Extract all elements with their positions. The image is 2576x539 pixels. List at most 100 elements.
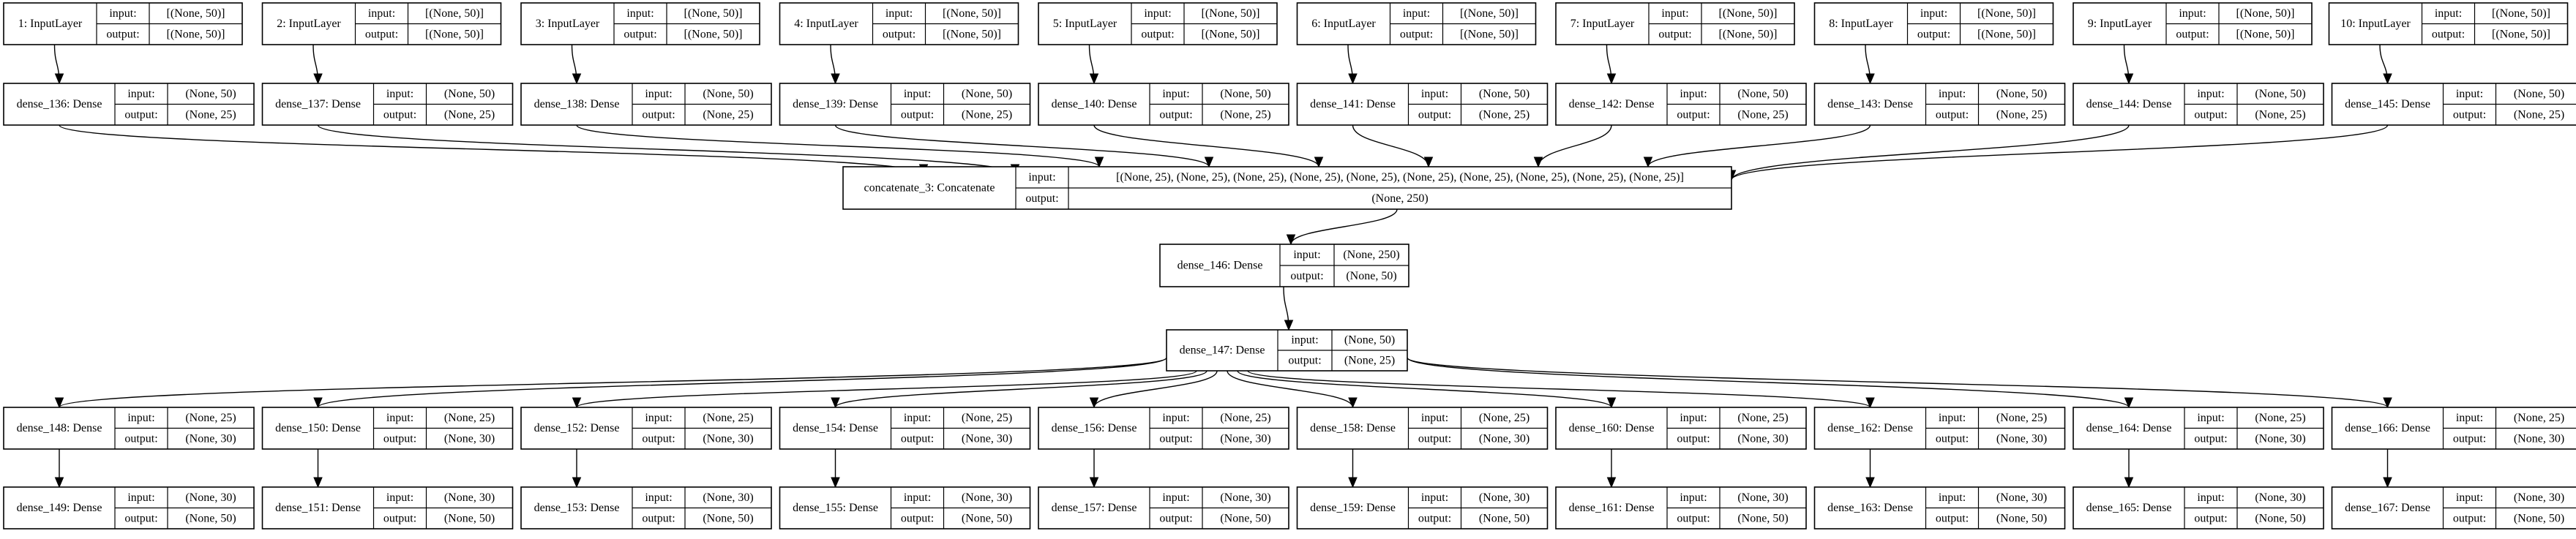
output-label: output: bbox=[1677, 432, 1710, 445]
output-shape: (None, 25) bbox=[1220, 108, 1270, 121]
arrowhead bbox=[1606, 477, 1617, 489]
input-label: input: bbox=[1680, 491, 1707, 504]
output-label: output: bbox=[901, 432, 934, 445]
layer-name: 2: InputLayer bbox=[277, 18, 341, 30]
layer-name: 8: InputLayer bbox=[1829, 18, 1893, 30]
output-shape: [(None, 50)] bbox=[167, 28, 225, 40]
input-shape: (None, 30) bbox=[1737, 491, 1788, 504]
output-label: output: bbox=[1418, 432, 1451, 445]
layer-name: dense_164: Dense bbox=[2086, 422, 2172, 434]
output-label: output: bbox=[642, 108, 675, 121]
arrowhead bbox=[1284, 320, 1294, 331]
output-label: output: bbox=[124, 108, 157, 121]
arrowhead bbox=[831, 397, 840, 409]
input-label: input: bbox=[1939, 412, 1966, 424]
layer-name: 5: InputLayer bbox=[1053, 18, 1117, 30]
output-shape: (None, 30) bbox=[1479, 432, 1530, 445]
edge-d141-cat bbox=[1352, 124, 1429, 167]
edge-d147-d158 bbox=[1227, 370, 1354, 408]
edge-d142-cat bbox=[1538, 124, 1612, 167]
output-shape: (None, 25) bbox=[1996, 108, 2047, 121]
arrowhead bbox=[1865, 477, 1875, 489]
layer-name: concatenate_3: Concatenate bbox=[864, 182, 995, 195]
layer-name: dense_162: Dense bbox=[1827, 422, 1913, 434]
input-label: input: bbox=[1028, 171, 1055, 184]
input-label: input: bbox=[1421, 412, 1448, 424]
output-label: output: bbox=[2453, 512, 2486, 524]
arrowhead bbox=[2124, 477, 2134, 489]
output-label: output: bbox=[2194, 432, 2227, 445]
input-label: input: bbox=[1162, 412, 1189, 424]
layer-name: dense_161: Dense bbox=[1569, 502, 1655, 514]
arrowhead bbox=[572, 477, 582, 489]
output-shape: (None, 25) bbox=[1737, 108, 1788, 121]
arrowhead bbox=[1094, 157, 1104, 168]
output-shape: [(None, 50)] bbox=[425, 28, 484, 40]
layer-node-cat: concatenate_3: Concatenate input: output: [… bbox=[842, 166, 1732, 210]
input-label: input: bbox=[645, 412, 672, 424]
edge-d140-cat bbox=[1093, 124, 1319, 167]
input-shape: (None, 50) bbox=[185, 88, 236, 100]
layer-name: dense_157: Dense bbox=[1052, 502, 1137, 514]
layer-name: dense_160: Dense bbox=[1569, 422, 1655, 434]
edge-d143-cat bbox=[1647, 124, 1871, 167]
output-label: output: bbox=[1159, 108, 1192, 121]
output-label: output: bbox=[1677, 512, 1710, 524]
output-label: output: bbox=[1025, 192, 1058, 205]
input-label: input: bbox=[2456, 88, 2483, 100]
output-label: output: bbox=[2194, 512, 2227, 524]
arrowhead bbox=[1606, 73, 1617, 85]
input-shape: (None, 50) bbox=[1737, 88, 1788, 100]
layer-name: 3: InputLayer bbox=[536, 18, 600, 30]
arrowhead bbox=[2124, 397, 2134, 409]
input-label: input: bbox=[645, 88, 672, 100]
arrowhead bbox=[1348, 73, 1358, 85]
input-shape: (None, 50) bbox=[703, 88, 753, 100]
output-label: output: bbox=[2432, 28, 2465, 40]
arrowhead bbox=[313, 477, 323, 489]
output-shape: [(None, 50)] bbox=[684, 28, 743, 40]
output-label: output: bbox=[1917, 28, 1950, 40]
input-shape: [(None, 50)] bbox=[425, 7, 484, 20]
output-label: output: bbox=[124, 512, 157, 524]
input-shape: (None, 25) bbox=[703, 412, 753, 424]
edge-d147-d164 bbox=[1407, 357, 2130, 408]
input-shape: (None, 25) bbox=[2255, 412, 2305, 424]
input-shape: [(None, 50)] bbox=[1719, 7, 1778, 20]
arrowhead bbox=[313, 397, 323, 409]
output-shape: (None, 50) bbox=[703, 512, 753, 524]
arrowhead bbox=[831, 73, 840, 85]
output-label: output: bbox=[1141, 28, 1174, 40]
input-shape: (None, 50) bbox=[1996, 88, 2047, 100]
output-label: output: bbox=[2453, 432, 2486, 445]
layer-name: dense_143: Dense bbox=[1827, 98, 1913, 110]
layer-name: dense_148: Dense bbox=[17, 422, 102, 434]
arrowhead bbox=[2383, 477, 2392, 489]
output-label: output: bbox=[901, 108, 934, 121]
arrowhead bbox=[2124, 73, 2134, 85]
input-shape: (None, 30) bbox=[1220, 491, 1270, 504]
input-shape: [(None, 25), (None, 25), (None, 25), (No… bbox=[1116, 171, 1684, 184]
edges-layer bbox=[53, 44, 2392, 489]
output-shape: (None, 50) bbox=[1996, 512, 2047, 524]
input-shape: (None, 50) bbox=[1344, 334, 1395, 347]
arrowhead bbox=[1089, 477, 1099, 489]
layer-name: dense_159: Dense bbox=[1310, 502, 1396, 514]
arrowhead bbox=[1089, 73, 1099, 85]
arrowhead bbox=[54, 477, 64, 489]
input-shape: (None, 30) bbox=[1479, 491, 1530, 504]
arrowhead bbox=[831, 477, 840, 489]
input-label: input: bbox=[1661, 7, 1688, 20]
edge-cat-d146 bbox=[1290, 208, 1398, 245]
output-shape: (None, 30) bbox=[1220, 432, 1270, 445]
